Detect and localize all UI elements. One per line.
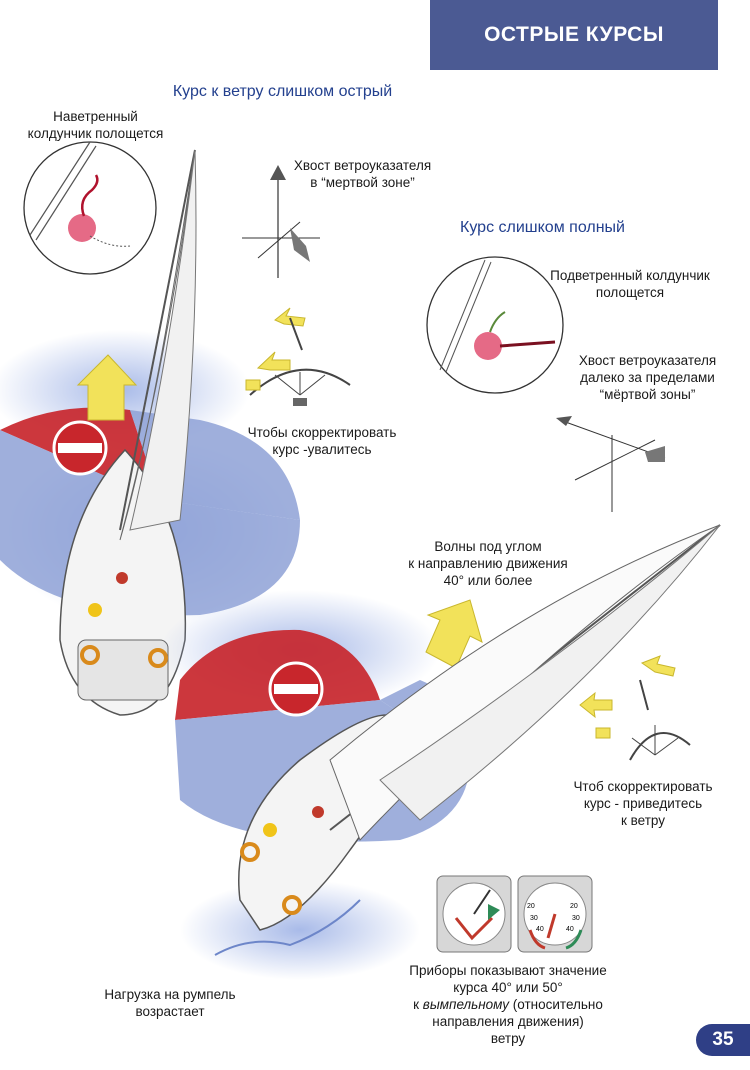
instrument-gauge-2: 20 30 40 20 30 40 [517,875,593,953]
vane-dead-zone-caption: Хвост ветроуказателя в “мертвой зоне” [293,158,432,190]
gauge-tick: 40 [536,926,544,933]
too-sharp-heading: Курс к ветру слишком острый [172,83,393,100]
windward-telltale-diagram [23,141,157,275]
tiller-load-caption: Нагрузка на румпель возрастает [104,987,236,1019]
gauge-tick: 30 [572,915,580,922]
instruments-caption: Приборы показывают значение курса 40° ил… [409,963,607,1046]
leeward-telltale-caption: Подветренный колдунчик полощется [550,268,710,300]
bear-away-caption: Чтобы скорректировать курс -увалитесь [247,425,397,457]
boat-too-full-illustration [160,524,721,980]
leeward-telltale-diagram [426,256,564,394]
arrow-up-icon [76,354,138,421]
vane-far-caption: Хвост ветроуказателя далеко за пределами… [578,353,717,402]
instrument-gauge-1 [436,875,512,953]
steering-bear-away-icon [245,307,351,406]
steering-head-up-icon [579,655,691,761]
gauge-tick: 20 [570,903,578,910]
gauge-tick: 30 [530,915,538,922]
gauge-tick: 20 [527,903,535,910]
page-number: 35 [696,1024,750,1056]
boat-too-sharp-illustration [0,149,300,716]
too-full-heading: Курс слишком полный [460,219,625,236]
windward-telltale-caption: Наветренный колдунчик полощется [27,109,164,141]
waves-caption: Волны под углом к направлению движения 4… [408,539,568,588]
page-title: ОСТРЫЕ КУРСЫ [430,0,718,70]
wind-vane-far-icon [556,416,666,512]
wind-vane-dead-zone-icon [242,165,320,278]
gauge-tick: 40 [566,926,574,933]
head-up-caption: Чтоб скорректировать курс - приведитесь … [573,779,713,828]
